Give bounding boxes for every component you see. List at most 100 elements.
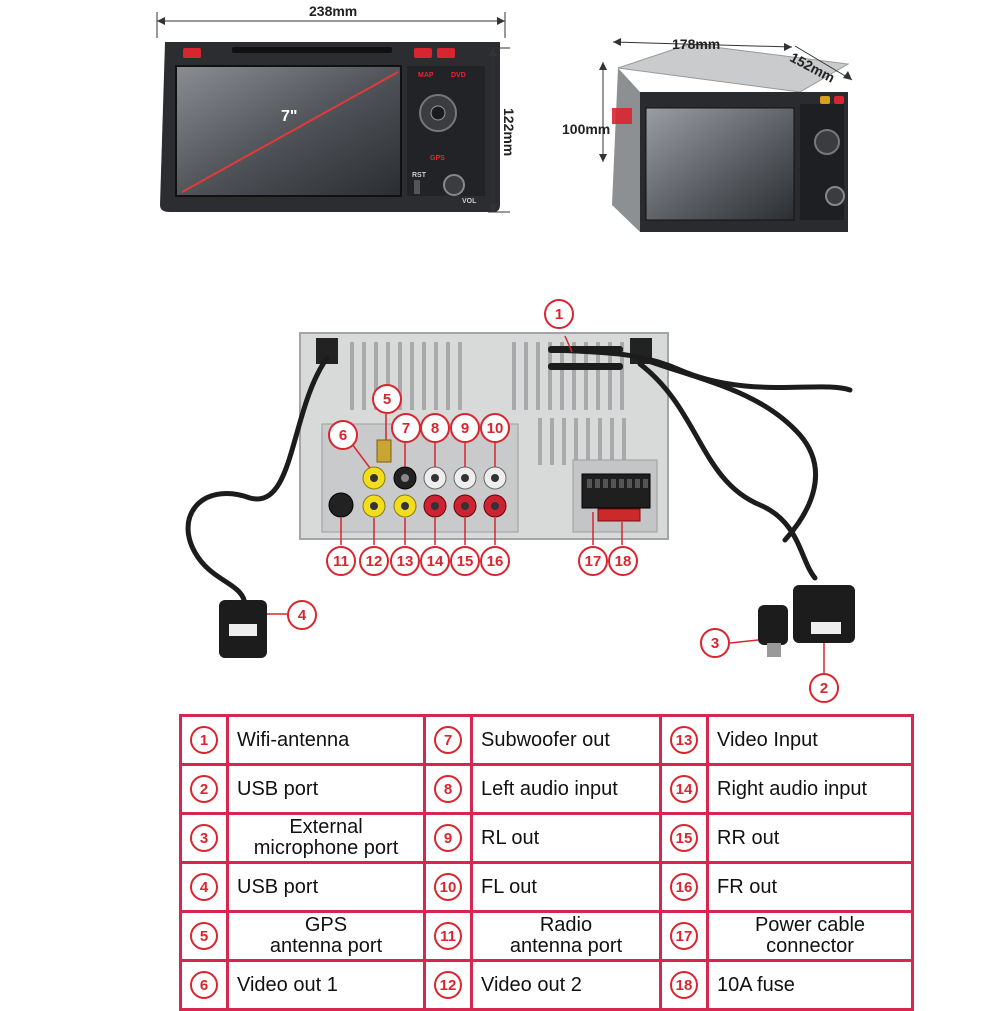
callout-13: 13 xyxy=(390,546,420,576)
gps-antenna-port xyxy=(376,439,392,463)
legend-number: 12 xyxy=(434,971,462,999)
callout-6: 6 xyxy=(328,420,358,450)
legend-number: 14 xyxy=(670,775,698,803)
callout-15: 15 xyxy=(450,546,480,576)
legend-number-cell: 11 xyxy=(423,910,473,962)
legend-description: Video out 2 xyxy=(470,959,662,1011)
legend-number-cell: 13 xyxy=(659,714,709,766)
callout-10: 10 xyxy=(480,413,510,443)
legend-number: 4 xyxy=(190,873,218,901)
legend-number-cell: 14 xyxy=(659,763,709,815)
legend-description-line: GPS xyxy=(304,914,348,936)
legend-description: RL out xyxy=(470,812,662,864)
legend-number: 2 xyxy=(190,775,218,803)
callout-16: 16 xyxy=(480,546,510,576)
legend-number: 8 xyxy=(434,775,462,803)
legend-number-cell: 16 xyxy=(659,861,709,913)
legend-description: Video out 1 xyxy=(226,959,426,1011)
callout-7: 7 xyxy=(391,413,421,443)
side-top-face xyxy=(617,43,850,93)
legend-description-line: Radio xyxy=(539,914,593,936)
legend-number: 1 xyxy=(190,726,218,754)
legend-number-cell: 10 xyxy=(423,861,473,913)
legend-number: 9 xyxy=(434,824,462,852)
panel-label-dvd: DVD xyxy=(451,72,466,79)
legend-description: 10A fuse xyxy=(706,959,914,1011)
callout-11: 11 xyxy=(326,546,356,576)
legend-number: 15 xyxy=(670,824,698,852)
front-width-label: 238mm xyxy=(309,3,358,19)
legend-number: 13 xyxy=(670,726,698,754)
side-screen xyxy=(645,107,795,221)
legend-number-cell: 8 xyxy=(423,763,473,815)
front-height-label: 122mm xyxy=(501,108,517,157)
legend-description: Subwoofer out xyxy=(470,714,662,766)
legend-number: 16 xyxy=(670,873,698,901)
legend-description: Left audio input xyxy=(470,763,662,815)
legend-row: 2 USB port 8 Left audio input 14 Right audio … xyxy=(179,763,914,815)
fuse xyxy=(597,508,641,522)
legend-description: USB port xyxy=(226,861,426,913)
legend-number-cell: 1 xyxy=(179,714,229,766)
rear-view xyxy=(185,332,855,673)
callout-9: 9 xyxy=(450,413,480,443)
callout-8: 8 xyxy=(420,413,450,443)
callout-17: 17 xyxy=(578,546,608,576)
legend-description: RR out xyxy=(706,812,914,864)
mic-jack xyxy=(758,605,788,645)
panel-label-vol: VOL xyxy=(462,198,477,205)
legend-number-cell: 9 xyxy=(423,812,473,864)
legend-number-cell: 15 xyxy=(659,812,709,864)
legend-description: Video Input xyxy=(706,714,914,766)
legend-number: 11 xyxy=(434,922,462,950)
legend-number-cell: 17 xyxy=(659,910,709,962)
legend-number: 17 xyxy=(670,922,698,950)
callout-5: 5 xyxy=(372,384,402,414)
side-height-label: 100mm xyxy=(562,121,611,137)
callout-1: 1 xyxy=(544,299,574,329)
panel-label-gps: GPS xyxy=(430,155,445,162)
callout-4: 4 xyxy=(287,600,317,630)
legend-number-cell: 5 xyxy=(179,910,229,962)
legend-row: 6 Video out 1 12 Video out 2 18 10A fuse xyxy=(179,959,914,1011)
legend-number-cell: 18 xyxy=(659,959,709,1011)
legend-number-cell: 2 xyxy=(179,763,229,815)
legend-number-cell: 12 xyxy=(423,959,473,1011)
callout-2: 2 xyxy=(809,673,839,703)
panel-label-rst: RST xyxy=(412,172,426,179)
legend-number: 6 xyxy=(190,971,218,999)
legend-number-cell: 4 xyxy=(179,861,229,913)
legend-description: Wifi-antenna xyxy=(226,714,426,766)
side-width-label: 178mm xyxy=(672,36,721,52)
usb-port-right xyxy=(793,585,855,643)
legend-description: Right audio input xyxy=(706,763,914,815)
legend-number: 18 xyxy=(670,971,698,999)
front-small-knob xyxy=(443,174,465,196)
legend-number: 3 xyxy=(190,824,218,852)
legend-number: 5 xyxy=(190,922,218,950)
legend-description-line: antenna port xyxy=(269,935,383,957)
legend-number-cell: 7 xyxy=(423,714,473,766)
legend-description: USB port xyxy=(226,763,426,815)
rca-jacks xyxy=(362,466,507,518)
callout-18: 18 xyxy=(608,546,638,576)
legend-description-line: microphone port xyxy=(253,837,399,859)
legend-number: 10 xyxy=(434,873,462,901)
legend-description: FR out xyxy=(706,861,914,913)
side-left-face xyxy=(612,68,640,232)
callout-14: 14 xyxy=(420,546,450,576)
legend-number-cell: 3 xyxy=(179,812,229,864)
legend-description-line: connector xyxy=(766,935,854,957)
callout-12: 12 xyxy=(359,546,389,576)
legend-number-cell: 6 xyxy=(179,959,229,1011)
front-view xyxy=(156,12,853,232)
